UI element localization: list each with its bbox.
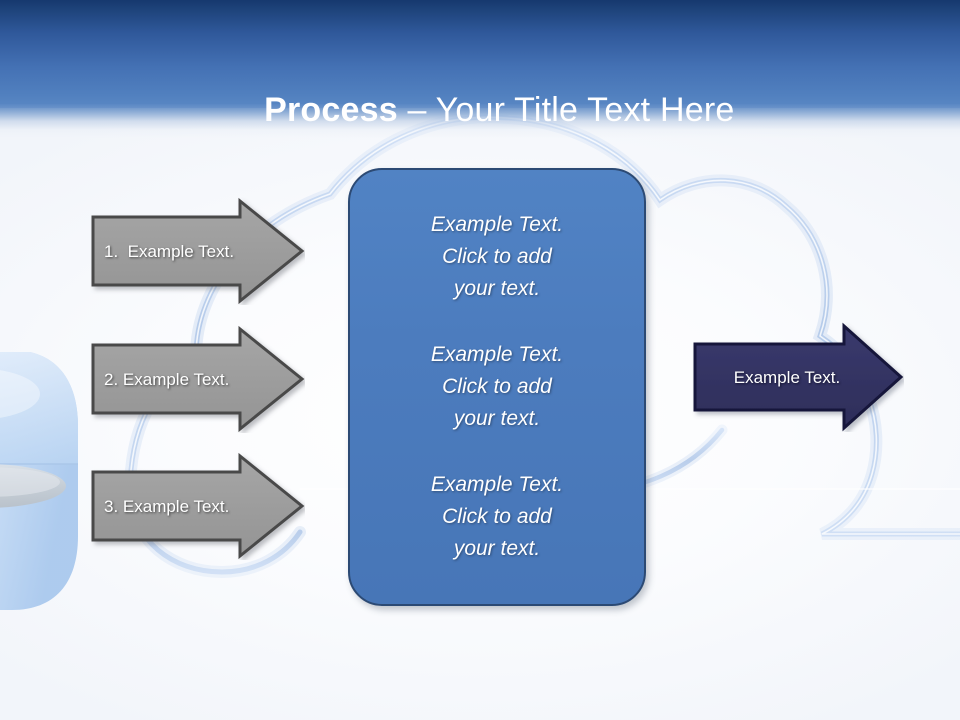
- result-arrow-label: Example Text.: [733, 367, 841, 387]
- page-title-rest: – Your Title Text Here: [397, 91, 735, 129]
- page-title: Process – Your Title Text Here: [0, 47, 960, 173]
- step-arrow-3[interactable]: 3. Example Text.: [90, 452, 305, 560]
- title-banner: [0, 0, 960, 108]
- step-arrow-3-label: 3. Example Text.: [104, 496, 230, 516]
- center-text-block-2: Example Text. Click to add your text.: [430, 343, 564, 430]
- center-text-block-1: Example Text. Click to add your text.: [430, 213, 564, 300]
- page-title-bold: Process: [264, 91, 398, 129]
- step-arrow-2[interactable]: 2. Example Text.: [90, 325, 305, 433]
- step-arrow-1-label: 1. Example Text.: [104, 241, 235, 261]
- result-arrow[interactable]: Example Text.: [692, 322, 904, 432]
- title-banner-fade: [0, 104, 960, 138]
- center-process-panel[interactable]: Example Text. Click to add your text. Ex…: [348, 168, 646, 606]
- step-arrow-1[interactable]: 1. Example Text.: [90, 197, 305, 305]
- center-text-block-3: Example Text. Click to add your text.: [430, 473, 564, 560]
- step-arrow-2-label: 2. Example Text.: [104, 369, 230, 389]
